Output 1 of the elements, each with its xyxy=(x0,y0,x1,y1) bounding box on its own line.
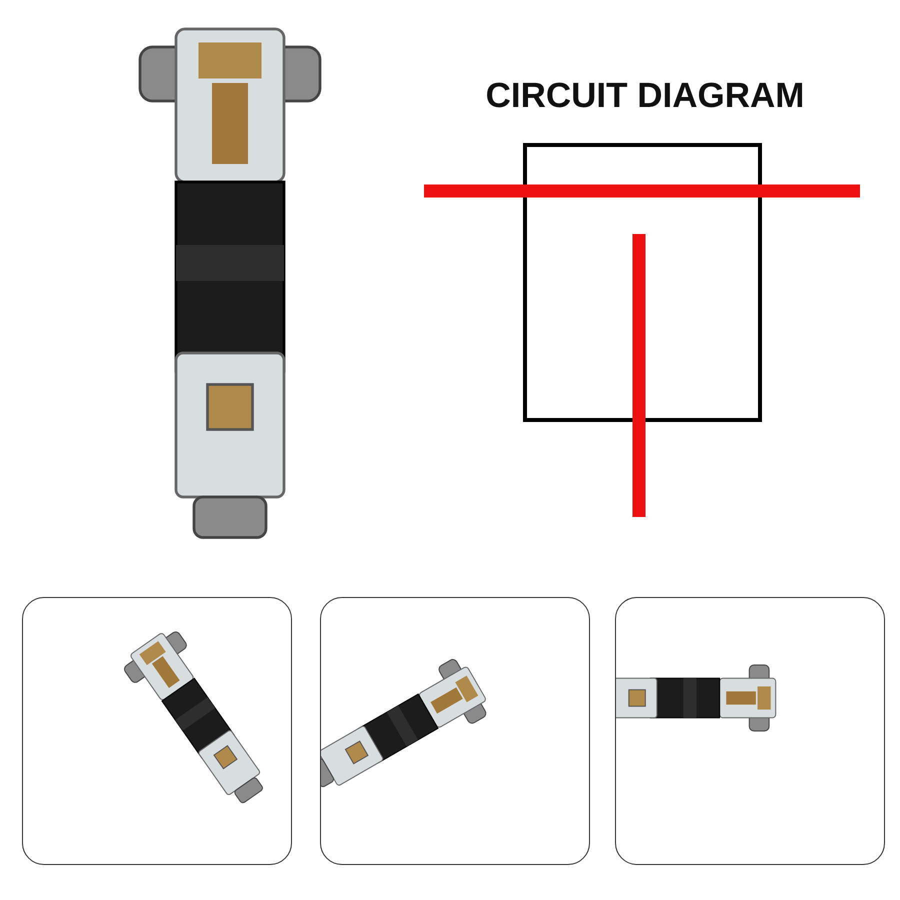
diagram-title: CIRCUIT DIAGRAM xyxy=(484,76,806,116)
